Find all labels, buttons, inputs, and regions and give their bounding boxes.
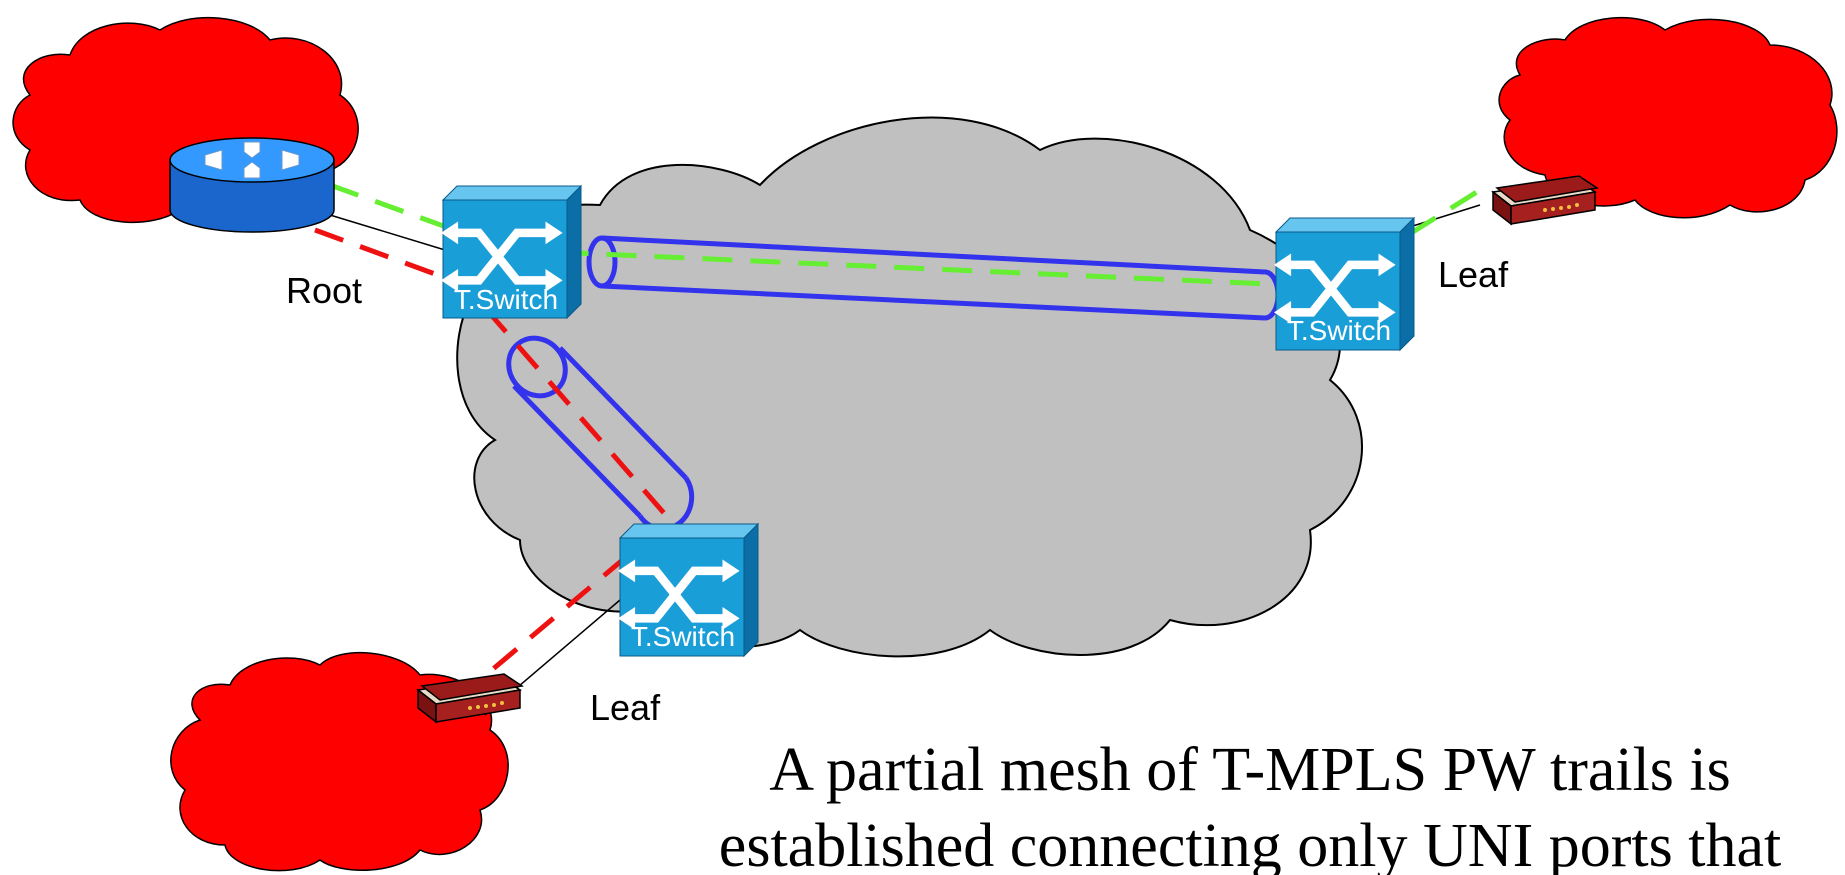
tswitch-icon-root (441, 184, 583, 320)
tswitch-label-right: T.Switch (1287, 315, 1391, 346)
modem-icon-right (1492, 175, 1598, 225)
caption-line-1: A partial mesh of T-MPLS PW trails is (769, 736, 1731, 804)
leaf-label-bottom: Leaf (590, 687, 661, 728)
tswitch-label-bottom: T.Switch (631, 621, 735, 652)
leaf-label-right: Leaf (1438, 254, 1509, 295)
tswitch-label-root: T.Switch (454, 284, 558, 315)
pw-trail-red (314, 227, 674, 682)
caption-line-2: established connecting only UNI ports th… (719, 812, 1781, 875)
router-icon (169, 137, 335, 233)
customer-cloud-right (1498, 16, 1838, 219)
root-label: Root (286, 270, 362, 311)
core-network-cloud (456, 116, 1363, 658)
access-link-root (329, 214, 446, 251)
tswitch-icon-right (1274, 216, 1416, 352)
tswitch-icon-bottom (618, 522, 760, 658)
